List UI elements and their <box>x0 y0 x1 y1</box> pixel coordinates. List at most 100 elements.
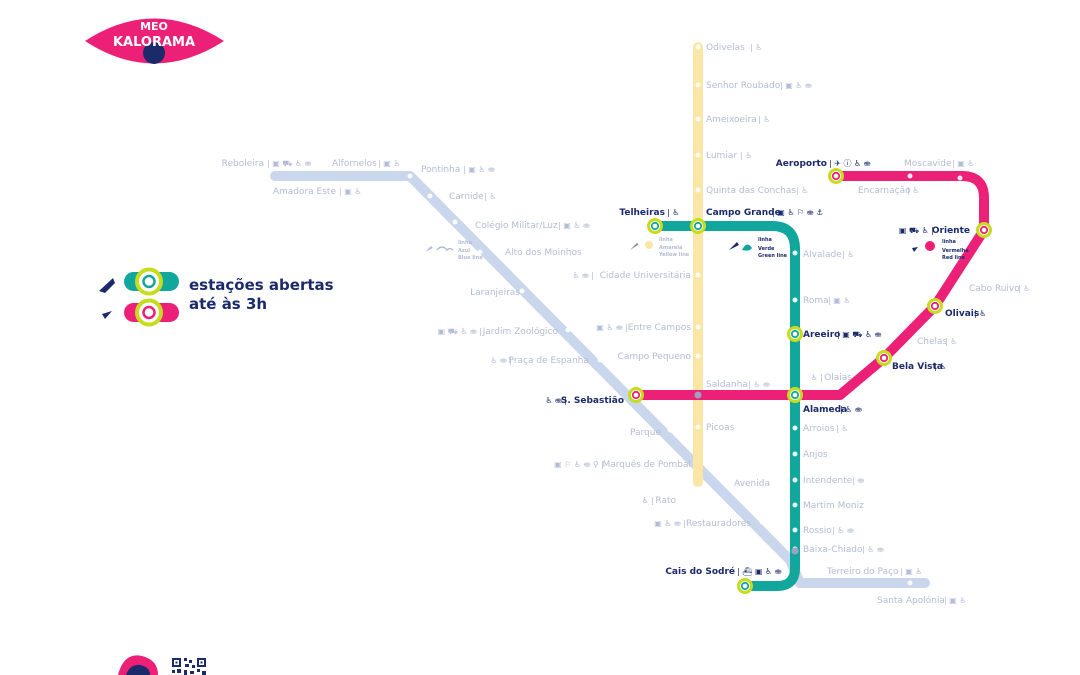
station-entre-campos[interactable]: Entre Campos <box>628 323 692 333</box>
logo-line2: KALORAMA <box>113 35 195 50</box>
station-marques-pombal[interactable]: Marquês de Pombal <box>602 459 691 470</box>
qr-code-icon[interactable] <box>172 658 206 675</box>
amenities-restauradores: ▣ ♿ ⛂ | <box>654 519 686 528</box>
station-saldanha[interactable]: Saldanha <box>706 380 748 390</box>
station-carnide[interactable]: Carnide <box>449 192 484 202</box>
badge-amarela-english: Yellow line <box>658 252 690 258</box>
amenities-moscavide: | ▣ ♿ <box>952 159 975 168</box>
station-rossio[interactable]: Rossio <box>803 526 832 536</box>
azul-line-icon <box>425 246 433 252</box>
amenities-quinta-conchas: | ♿ <box>796 186 808 195</box>
station-santa-apolonia[interactable]: Santa Apolónia <box>877 595 945 606</box>
amenities-amadora-este: | ▣ ♿ <box>339 187 362 196</box>
station-alfornelos[interactable]: Alfornelos <box>332 159 377 169</box>
amenities-odivelas: | ♿ <box>750 43 762 52</box>
station-areeiro[interactable]: Areeiro <box>803 330 840 340</box>
open-station-rings <box>628 168 992 594</box>
station-quinta-conchas[interactable]: Quinta das Conchas <box>706 186 796 196</box>
amenities-cabo-ruivo: | ♿ <box>1018 284 1030 293</box>
amenities-carnide: | ♿ <box>484 192 496 201</box>
station-campo-pequeno[interactable]: Campo Pequeno <box>618 352 692 362</box>
amenities-cidade-universitaria: ♿ ⛂ | <box>572 271 594 280</box>
station-oriente[interactable]: Oriente <box>932 226 970 236</box>
amenities-arroios: | ♿ <box>836 424 848 433</box>
badge-verde-word: linha <box>758 237 772 243</box>
station-praca-espanha[interactable]: Praça de Espanha <box>509 356 589 366</box>
amenities-oriente: ▣ ⛟ ♿ | <box>899 226 934 235</box>
badge-vermelha-word: linha <box>942 239 956 245</box>
station-aeroporto[interactable]: Aeroporto <box>776 159 827 169</box>
badge-azul-english: Blue line <box>458 255 483 261</box>
legend: estações abertas até às 3h <box>99 267 334 327</box>
festival-mascot-icon <box>118 655 158 675</box>
station-rato[interactable]: Rato <box>655 496 676 506</box>
amenities-santa-apolonia: | ▣ ♿ <box>944 596 967 605</box>
legend-green-line-icon <box>99 278 115 293</box>
pale-interchanges <box>694 391 799 555</box>
amenities-jardim-zoologico: ▣ ⛟ ♿ ⛂ | <box>438 327 482 336</box>
station-senhor-roubado[interactable]: Senhor Roubado <box>706 81 781 91</box>
station-moscavide[interactable]: Moscavide <box>904 159 952 169</box>
amenities-encarnacao: | ♿ <box>907 186 919 195</box>
station-campo-grande[interactable]: Campo Grande <box>706 208 781 218</box>
station-olaias[interactable]: Olaias <box>824 373 852 383</box>
station-telheiras[interactable]: Telheiras <box>619 208 665 218</box>
station-reboleira[interactable]: Reboleira <box>222 159 264 169</box>
amenities-aeroporto: | ✈ ⓘ ♿ ⛂ <box>829 159 871 168</box>
station-martim-moniz[interactable]: Martim Moniz <box>803 501 864 511</box>
amenities-praca-espanha: ♿ ⛂ | <box>490 356 512 365</box>
station-s-sebastiao[interactable]: S. Sebastião <box>561 396 624 406</box>
station-alameda[interactable]: Alameda <box>803 405 847 415</box>
amenities-saldanha: | ♿ ⛂ <box>748 380 770 389</box>
meo-kalorama-logo[interactable]: MEO KALORAMA <box>85 18 224 65</box>
station-intendente[interactable]: Intendente <box>803 476 853 486</box>
legend-line1: estações abertas <box>189 276 334 294</box>
station-pontinha[interactable]: Pontinha <box>421 165 460 175</box>
station-anjos[interactable]: Anjos <box>803 450 828 460</box>
station-parque[interactable]: Parque <box>630 428 661 438</box>
station-alvalade[interactable]: Alvalade <box>803 250 842 260</box>
station-dots <box>407 44 963 586</box>
station-arroios[interactable]: Arroios <box>803 424 835 434</box>
badge-azul-name: Azul <box>458 248 470 254</box>
station-cidade-universitaria[interactable]: Cidade Universitária <box>600 271 691 281</box>
station-ameixoeira[interactable]: Ameixoeira <box>706 115 757 125</box>
station-odivelas[interactable]: Odivelas <box>706 43 745 53</box>
amenities-alvalade: | ♿ <box>842 250 854 259</box>
station-baixa-chiado[interactable]: Baixa-Chiado <box>803 545 863 555</box>
station-bela-vista[interactable]: Bela Vista <box>892 362 943 372</box>
badge-vermelha-name: Vermelha <box>942 248 969 254</box>
badge-linha-azul: linha Azul Blue line <box>425 240 483 261</box>
badge-azul-word: linha <box>458 240 472 246</box>
amenities-lumiar: | ♿ <box>740 151 752 160</box>
badge-linha-amarela: linha Amarela Yellow line <box>630 237 690 258</box>
amarela-line-icon <box>630 243 639 250</box>
station-chelas[interactable]: Chelas <box>917 337 948 347</box>
station-cabo-ruivo[interactable]: Cabo Ruivo <box>969 284 1020 294</box>
ring-icon <box>925 241 935 251</box>
station-terreiro-paco[interactable]: Terreiro do Paço <box>826 567 899 577</box>
station-picoas[interactable]: Picoas <box>706 423 735 433</box>
wave-icon <box>436 246 454 252</box>
amenities-entre-campos: ▣ ♿ ⛂ | <box>596 323 628 332</box>
station-roma[interactable]: Roma <box>803 296 829 306</box>
amenities-chelas: | ♿ <box>945 337 957 346</box>
station-jardim-zoologico[interactable]: Jardim Zoológico <box>482 326 559 337</box>
line-verde <box>650 221 800 591</box>
amenities-olivais: | ♿ <box>974 309 986 318</box>
station-lumiar[interactable]: Lumiar <box>706 151 737 161</box>
station-alto-moinhos[interactable]: Alto dos Moinhos <box>505 248 582 258</box>
amenities-pontinha: | ▣ ♿ ⛂ <box>463 165 495 174</box>
station-laranjeiras[interactable]: Laranjeiras <box>470 288 520 298</box>
verde-line-icon <box>729 242 739 250</box>
badge-amarela-name: Amarela <box>659 245 682 251</box>
station-cais-sodre[interactable]: Cais do Sodré <box>665 566 735 577</box>
station-encarnacao[interactable]: Encarnação <box>858 186 911 196</box>
station-olivais[interactable]: Olivais <box>945 309 979 319</box>
station-colegio-militar[interactable]: Colégio Militar/Luz <box>475 220 558 231</box>
badge-vermelha-english: Red line <box>942 255 966 261</box>
station-restauradores[interactable]: Restauradores <box>686 519 751 529</box>
amenities-olaias: ♿ | <box>811 373 823 382</box>
station-amadora-este[interactable]: Amadora Este <box>273 187 337 197</box>
station-avenida[interactable]: Avenida <box>734 479 770 489</box>
